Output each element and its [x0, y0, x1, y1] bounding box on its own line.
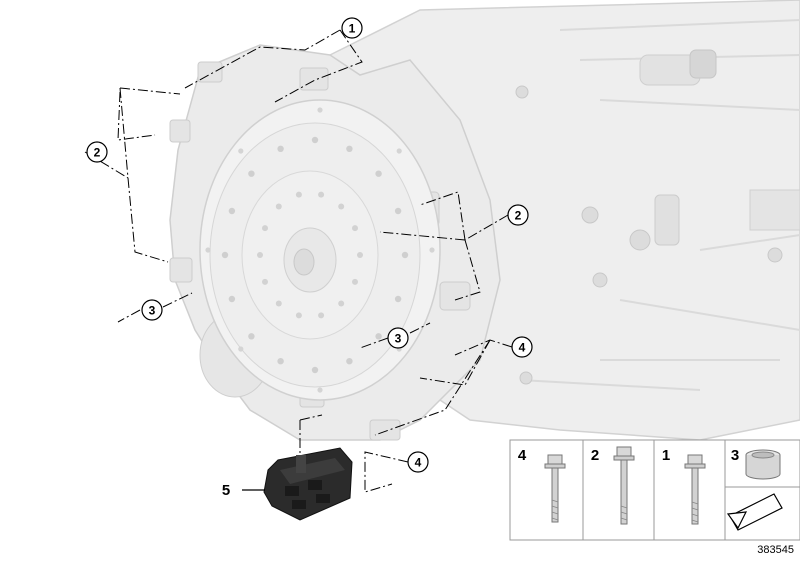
legend-item-4-label: 4 [518, 447, 527, 464]
converter-hole [429, 247, 435, 253]
converter-hole [338, 300, 345, 307]
transmission-housing [169, 0, 800, 441]
converter-hole [317, 107, 323, 113]
converter-hole [262, 225, 268, 232]
converter-hole [277, 358, 284, 365]
pointer-arrow-icon [726, 493, 783, 531]
converter-hole [295, 191, 302, 198]
legend-item-4: 4 [518, 447, 566, 523]
callout-2-right: 2 [507, 204, 529, 226]
converter-hole [257, 252, 263, 258]
converter-hole [275, 300, 282, 307]
converter-hole [318, 312, 325, 319]
callout-3-right: 3 [387, 327, 409, 349]
dowel-sleeve-icon [745, 449, 781, 480]
callout-3-right-label: 3 [395, 332, 402, 346]
converter-hole [248, 170, 255, 177]
converter-hole [311, 366, 319, 374]
legend-item-2-label: 2 [591, 447, 599, 464]
converter-hole [357, 252, 363, 258]
converter-hole [295, 312, 302, 319]
callout-1: 1 [341, 17, 363, 39]
converter-hole [318, 191, 325, 198]
diagram-reference-number: 383545 [757, 544, 794, 556]
converter-hole [275, 203, 282, 210]
transmission-mount [242, 447, 353, 521]
converter-hole [401, 251, 409, 259]
legend-item-3-label: 3 [731, 447, 739, 464]
converter-holes [205, 107, 435, 393]
parts-legend: 4 2 1 [509, 439, 800, 541]
legend-item-3: 3 [731, 447, 781, 480]
callout-4-upper: 4 [511, 336, 533, 358]
long-bolt-icon [613, 446, 635, 525]
converter-hole [262, 278, 268, 285]
converter-hole [394, 295, 402, 303]
converter-hole [311, 136, 319, 144]
part-5-label: 5 [222, 482, 230, 499]
hex-bolt-icon [684, 454, 706, 525]
converter-hole [338, 203, 345, 210]
converter-hole [228, 207, 236, 215]
converter-hole [238, 346, 244, 352]
legend-item-2: 2 [591, 446, 635, 525]
callout-3-left: 3 [141, 299, 163, 321]
converter-hole [221, 251, 229, 259]
callout-2-right-label: 2 [515, 209, 522, 223]
converter-hole [248, 333, 255, 340]
callout-3-left-label: 3 [149, 304, 156, 318]
callout-2-left: 2 [86, 141, 108, 163]
flange-bolt-icon [544, 454, 566, 523]
converter-hole [228, 295, 236, 303]
converter-hole [375, 170, 382, 177]
converter-hole [394, 207, 402, 215]
converter-hole [205, 247, 211, 253]
converter-hole [346, 358, 353, 365]
converter-hole [352, 278, 358, 285]
legend-item-1-label: 1 [662, 447, 670, 464]
callout-4-lower-label: 4 [415, 456, 422, 470]
converter-hole [277, 145, 284, 152]
converter-hole [238, 148, 244, 154]
callout-1-label: 1 [349, 22, 356, 36]
converter-hole [346, 145, 353, 152]
converter-hole [396, 148, 402, 154]
converter-hole [352, 225, 358, 232]
callout-4-lower: 4 [407, 451, 429, 473]
callout-2-left-label: 2 [94, 146, 101, 160]
legend-item-1: 1 [662, 447, 706, 525]
converter-hole [375, 333, 382, 340]
callout-4-upper-label: 4 [519, 341, 526, 355]
converter-hole [317, 387, 323, 393]
